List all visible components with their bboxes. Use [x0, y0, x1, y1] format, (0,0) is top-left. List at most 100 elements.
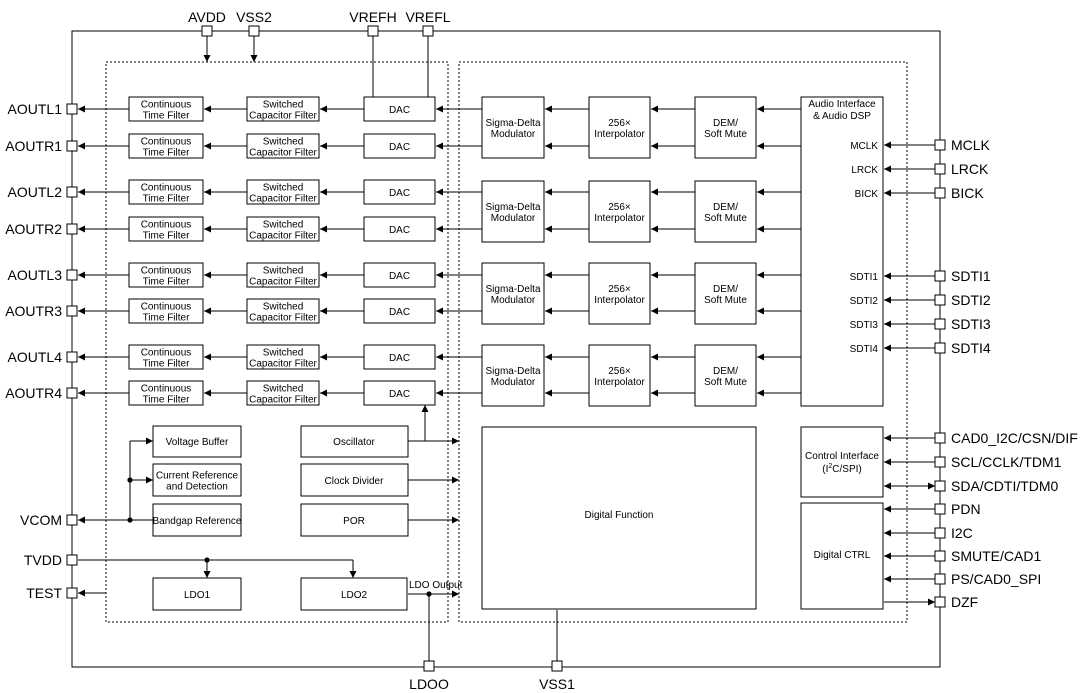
pin-aoutr2: [66, 223, 78, 235]
pin-label-vcom: VCOM: [20, 512, 62, 528]
pin-label-avdd: AVDD: [188, 9, 226, 25]
pin-sda-cdti-tdm0: [934, 480, 946, 492]
aif-port-label: LRCK: [851, 165, 878, 176]
control-interface-label-part: (I: [822, 464, 828, 475]
oscillator-label: Oscillator: [333, 437, 375, 448]
continuous-time-filter-label: Time Filter: [143, 313, 191, 324]
continuous-time-filter-label: Continuous: [141, 384, 192, 395]
continuous-time-filter: [128, 179, 204, 205]
dem-soft-mute-label: DEM/: [713, 366, 738, 377]
oscillator: [300, 425, 409, 458]
pin-aoutl1: [66, 103, 78, 115]
dac-block: [363, 344, 436, 370]
switched-capacitor-filter: [246, 216, 320, 242]
switched-capacitor-filter-label: Capacitor Filter: [249, 111, 317, 122]
pin-vss1: [551, 660, 563, 672]
switched-capacitor-filter-label: Switched: [263, 302, 304, 313]
switched-capacitor-filter-label: Switched: [263, 220, 304, 231]
continuous-time-filter: [128, 298, 204, 324]
audio-interface-dsp: [800, 96, 884, 407]
sigma-delta-modulator-label: Sigma-Delta: [485, 366, 540, 377]
pin-sdti3: [934, 318, 946, 330]
pin-test: [66, 587, 78, 599]
pin-label-sdti4: SDTI4: [951, 340, 991, 356]
pin-label-smute-cad1: SMUTE/CAD1: [951, 548, 1041, 564]
pin-dzf: [934, 596, 946, 608]
voltage-buffer-label: Voltage Buffer: [166, 437, 229, 448]
bandgap-label: Bandgap Reference: [153, 516, 242, 527]
interpolator-label: Interpolator: [594, 377, 645, 388]
pin-label-sda-cdti-tdm0: SDA/CDTI/TDM0: [951, 478, 1059, 494]
pin-sdti1: [934, 270, 946, 282]
pin-label-mclk: MCLK: [951, 137, 991, 153]
pin-label-aoutl4: AOUTL4: [8, 349, 63, 365]
sigma-delta-modulator: [481, 180, 545, 243]
ldo1: [152, 577, 242, 611]
dac-block: [363, 298, 436, 324]
pin-label-aoutr3: AOUTR3: [5, 303, 62, 319]
pin-label-cad0-i2c-csn-dif: CAD0_I2C/CSN/DIF: [951, 430, 1078, 446]
control-interface-label: Control Interface: [805, 451, 879, 462]
sigma-delta-modulator-label: Sigma-Delta: [485, 118, 540, 129]
junction-dot: [127, 517, 133, 523]
digital-function: [481, 426, 757, 610]
por-label: POR: [343, 516, 365, 527]
pin-label-vss1: VSS1: [539, 676, 575, 692]
pin-cad0-i2c-csn-dif: [934, 432, 946, 444]
sigma-delta-modulator-label: Modulator: [491, 295, 536, 306]
continuous-time-filter-label: Continuous: [141, 348, 192, 359]
switched-capacitor-filter-label: Switched: [263, 100, 304, 111]
aif-port-label: BICK: [855, 189, 879, 200]
bandgap-reference: [152, 503, 242, 537]
pin-aoutl2: [66, 186, 78, 198]
dac-block: [363, 179, 436, 205]
sigma-delta-modulator: [481, 262, 545, 325]
pin-pdn: [934, 503, 946, 515]
ldo2: [300, 577, 408, 611]
pin-smute-cad1: [934, 550, 946, 562]
continuous-time-filter: [128, 216, 204, 242]
por-block: [300, 503, 409, 537]
pin-label-bick: BICK: [951, 185, 984, 201]
dac-label: DAC: [389, 271, 410, 282]
pin-label-aoutr1: AOUTR1: [5, 138, 62, 154]
pin-label-sdti2: SDTI2: [951, 292, 991, 308]
sigma-delta-modulator-label: Modulator: [491, 377, 536, 388]
pin-vcom: [66, 514, 78, 526]
pin-aoutr3: [66, 305, 78, 317]
control-interface-label-part: C/SPI): [832, 464, 861, 475]
dem-soft-mute-label: Soft Mute: [704, 295, 747, 306]
sigma-delta-modulator-label: Sigma-Delta: [485, 284, 540, 295]
pin-mclk: [934, 139, 946, 151]
switched-capacitor-filter-label: Capacitor Filter: [249, 194, 317, 205]
pin-vss2: [248, 25, 260, 37]
interpolator-label: Interpolator: [594, 213, 645, 224]
pin-bick: [934, 187, 946, 199]
switched-capacitor-filter: [246, 380, 320, 406]
pin-ldoo: [423, 660, 435, 672]
pin-scl-cclk-tdm1: [934, 456, 946, 468]
switched-capacitor-filter-label: Capacitor Filter: [249, 395, 317, 406]
continuous-time-filter-label: Time Filter: [143, 359, 191, 370]
pin-label-ldoo: LDOO: [409, 676, 449, 692]
current-reference-label: Current Reference: [156, 471, 239, 482]
continuous-time-filter-label: Continuous: [141, 266, 192, 277]
digital-function-label: Digital Function: [585, 510, 654, 521]
clock-divider-label: Clock Divider: [325, 476, 385, 487]
switched-capacitor-filter-label: Capacitor Filter: [249, 231, 317, 242]
dac-label: DAC: [389, 353, 410, 364]
interpolator: [588, 96, 651, 159]
pin-aoutr1: [66, 140, 78, 152]
dac-label: DAC: [389, 142, 410, 153]
aif-port-label: SDTI2: [850, 296, 879, 307]
continuous-time-filter-label: Time Filter: [143, 231, 191, 242]
interpolator-label: 256×: [608, 366, 631, 377]
switched-capacitor-filter-label: Capacitor Filter: [249, 359, 317, 370]
junction-dot: [127, 477, 133, 483]
continuous-time-filter-label: Continuous: [141, 183, 192, 194]
pin-label-vss2: VSS2: [236, 9, 272, 25]
audio-interface-label: & Audio DSP: [813, 111, 871, 122]
continuous-time-filter-label: Continuous: [141, 302, 192, 313]
continuous-time-filter-label: Continuous: [141, 100, 192, 111]
sigma-delta-modulator-label: Modulator: [491, 213, 536, 224]
